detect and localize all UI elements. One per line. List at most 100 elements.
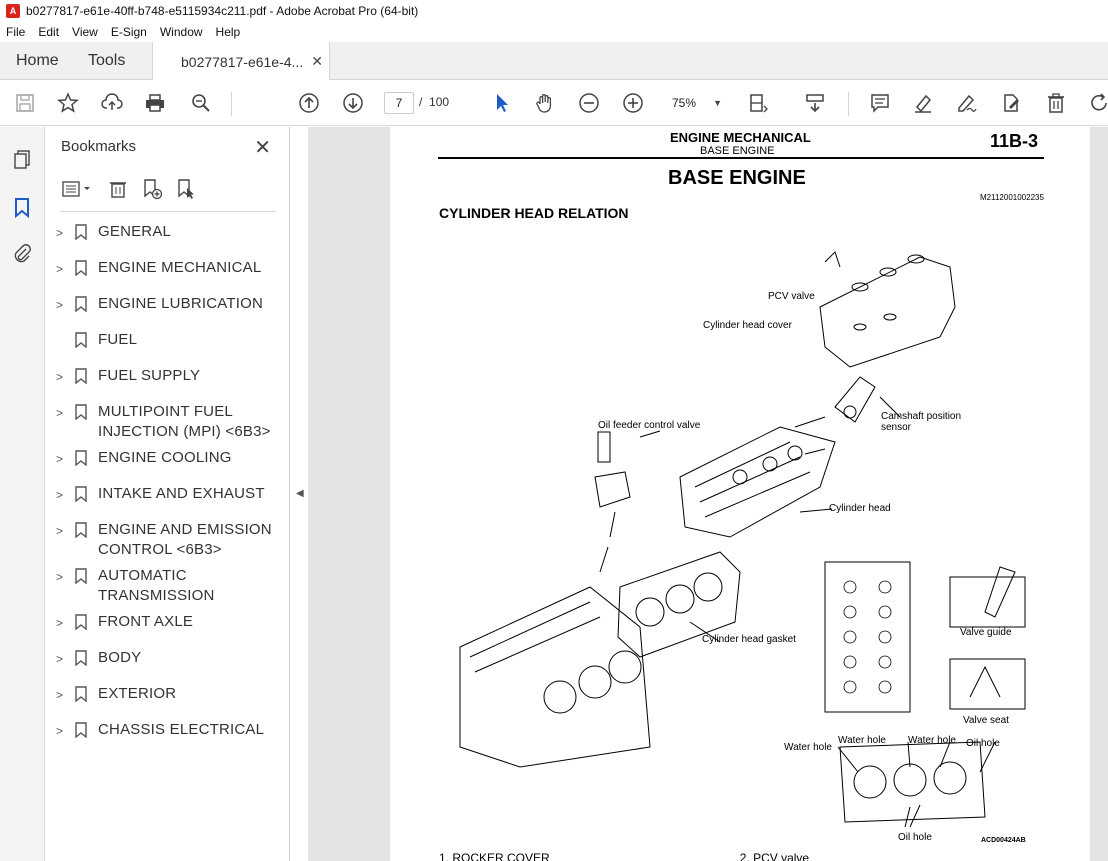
- label-valve-guide: Valve guide: [960, 627, 1012, 638]
- menu-window[interactable]: Window: [159, 25, 203, 39]
- page-up-icon[interactable]: [296, 90, 322, 116]
- chevron-right-icon[interactable]: >: [56, 452, 64, 466]
- document-view[interactable]: ENGINE MECHANICAL BASE ENGINE 11B-3 BASE…: [308, 127, 1108, 861]
- sign-icon[interactable]: [953, 90, 979, 116]
- chevron-right-icon[interactable]: >: [56, 724, 64, 738]
- tab-home[interactable]: Home: [16, 52, 59, 69]
- bookmark-icon: [74, 448, 98, 472]
- chevron-right-icon[interactable]: >: [56, 226, 64, 240]
- edit-pdf-icon[interactable]: [998, 90, 1024, 116]
- label-camshaft-sensor-1: Camshaft position: [881, 411, 961, 422]
- menu-file[interactable]: File: [6, 25, 26, 39]
- label-water-hole-1: Water hole: [784, 742, 832, 753]
- page-down-icon[interactable]: [340, 90, 366, 116]
- pages-thumbnail-icon[interactable]: [10, 147, 34, 171]
- zoom-out-icon[interactable]: [576, 90, 602, 116]
- cylinder-head-cover: [819, 256, 956, 368]
- bookmark-icon: [74, 720, 98, 744]
- navigation-rail: [0, 127, 45, 861]
- menu-view[interactable]: View: [72, 25, 98, 39]
- bookmark-icon: [74, 648, 98, 672]
- menu-edit[interactable]: Edit: [38, 25, 60, 39]
- bookmark-fuel-supply[interactable]: > FUEL SUPPLY: [56, 366, 286, 390]
- close-tab-icon[interactable]: ✕: [311, 53, 323, 69]
- chevron-right-icon[interactable]: >: [56, 262, 64, 276]
- valve-seat-detail: [949, 658, 1026, 710]
- tab-tools[interactable]: Tools: [88, 52, 126, 69]
- bookmark-exterior[interactable]: > EXTERIOR: [56, 684, 286, 708]
- delete-bookmark-icon[interactable]: [106, 177, 130, 201]
- tab-document[interactable]: b0277817-e61e-4... ✕: [152, 42, 330, 81]
- cloud-upload-icon[interactable]: [99, 90, 125, 116]
- highlight-pen-icon[interactable]: [910, 90, 936, 116]
- page-number-input[interactable]: 7: [384, 92, 414, 114]
- print-icon[interactable]: [142, 90, 168, 116]
- label-head-gasket: Cylinder head gasket: [702, 634, 796, 645]
- options-menu-icon[interactable]: [60, 177, 96, 201]
- bookmark-automatic-transmission[interactable]: > AUTOMATIC TRANSMISSION: [56, 566, 286, 606]
- bookmark-chassis-electrical[interactable]: > CHASSIS ELECTRICAL: [56, 720, 286, 744]
- chevron-right-icon[interactable]: >: [56, 570, 64, 584]
- bookmark-mpi[interactable]: > MULTIPOINT FUEL INJECTION (MPI) <6B3>: [56, 402, 286, 442]
- bookmark-fuel[interactable]: FUEL: [56, 330, 286, 354]
- bookmark-emission-control[interactable]: > ENGINE AND EMISSION CONTROL <6B3>: [56, 520, 286, 560]
- chevron-right-icon[interactable]: >: [56, 524, 64, 538]
- oil-feeder-valve-part: [597, 431, 611, 463]
- section-heading: CYLINDER HEAD RELATION: [439, 205, 629, 221]
- collapse-panel-icon[interactable]: ◀: [296, 488, 304, 499]
- bookmark-label: FUEL SUPPLY: [98, 367, 201, 384]
- bookmark-front-axle[interactable]: > FRONT AXLE: [56, 612, 286, 636]
- bookmark-icon: [74, 612, 98, 636]
- chevron-right-icon[interactable]: >: [56, 652, 64, 666]
- page-header-subtitle: BASE ENGINE: [700, 145, 775, 157]
- total-pages: 100: [429, 95, 450, 109]
- menu-esign[interactable]: E-Sign: [110, 25, 147, 39]
- bookmark-body[interactable]: > BODY: [56, 648, 286, 672]
- new-bookmark-icon[interactable]: [140, 177, 164, 201]
- menu-help[interactable]: Help: [215, 25, 241, 39]
- page-header-title: ENGINE MECHANICAL: [670, 130, 811, 145]
- star-icon[interactable]: [55, 90, 81, 116]
- bookmark-engine-mechanical[interactable]: > ENGINE MECHANICAL: [56, 258, 286, 282]
- attachment-icon[interactable]: [10, 241, 34, 265]
- pdf-page: ENGINE MECHANICAL BASE ENGINE 11B-3 BASE…: [390, 127, 1090, 861]
- chevron-right-icon[interactable]: >: [56, 406, 64, 420]
- bookmark-general[interactable]: > GENERAL: [56, 222, 286, 246]
- find-bookmark-icon[interactable]: [174, 177, 198, 201]
- bookmark-intake-exhaust[interactable]: > INTAKE AND EXHAUST: [56, 484, 286, 508]
- toolbar-divider: [231, 92, 232, 116]
- page-display-icon[interactable]: [746, 90, 772, 116]
- chevron-right-icon[interactable]: >: [56, 370, 64, 384]
- rotate-icon[interactable]: [1086, 90, 1108, 116]
- page-title: BASE ENGINE: [668, 167, 806, 189]
- label-cylinder-head-cover: Cylinder head cover: [703, 320, 793, 331]
- trash-icon[interactable]: [1043, 90, 1069, 116]
- scroll-mode-icon[interactable]: [802, 90, 828, 116]
- tab-bar: Home Tools b0277817-e61e-4... ✕: [0, 42, 1108, 81]
- cylinder-head-part: [679, 426, 836, 538]
- zoom-search-icon[interactable]: [188, 90, 214, 116]
- bookmark-icon: [74, 520, 98, 544]
- zoom-dropdown[interactable]: 75% ▼: [666, 92, 726, 114]
- chevron-right-icon[interactable]: >: [56, 488, 64, 502]
- page-number: 11B-3: [990, 131, 1039, 151]
- chevron-right-icon[interactable]: >: [56, 688, 64, 702]
- select-cursor-icon[interactable]: [489, 90, 515, 116]
- bookmark-panel-icon[interactable]: [10, 195, 34, 219]
- comment-icon[interactable]: [867, 90, 893, 116]
- chevron-right-icon[interactable]: >: [56, 616, 64, 630]
- bookmark-icon: [74, 684, 98, 708]
- bookmark-list: > GENERAL > ENGINE MECHANICAL > ENGINE L…: [56, 222, 286, 756]
- bookmark-icon: [74, 258, 98, 282]
- chevron-right-icon[interactable]: >: [56, 298, 64, 312]
- save-icon[interactable]: [12, 90, 38, 116]
- hand-tool-icon[interactable]: [532, 90, 558, 116]
- acrobat-icon: A: [6, 4, 20, 18]
- close-panel-icon[interactable]: ✕: [254, 137, 271, 159]
- bookmark-engine-lubrication[interactable]: > ENGINE LUBRICATION: [56, 294, 286, 318]
- gasket-detail: [839, 741, 986, 823]
- engine-exploded-diagram: PCV valve Cylinder head cover Camshaft p…: [459, 251, 1026, 844]
- bookmark-engine-cooling[interactable]: > ENGINE COOLING: [56, 448, 286, 472]
- pcv-valve-part: [824, 251, 841, 268]
- zoom-in-icon[interactable]: [620, 90, 646, 116]
